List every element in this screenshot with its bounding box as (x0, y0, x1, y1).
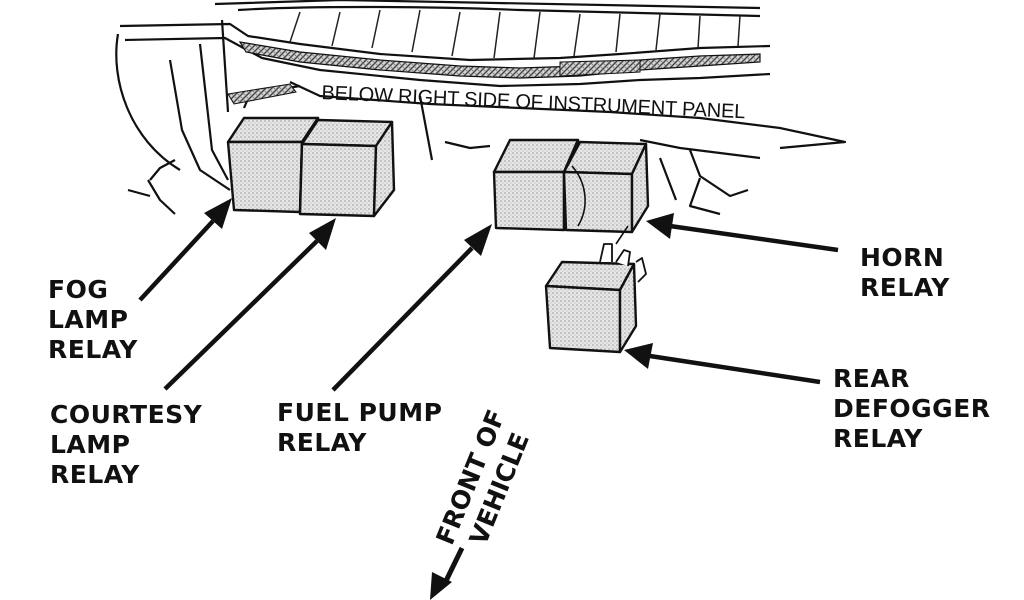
label-line: REAR (833, 364, 910, 393)
label-line: RELAY (860, 273, 950, 302)
front-direction-arrow (441, 546, 465, 587)
label-line: LAMP (48, 305, 129, 334)
label-line: RELAY (833, 424, 923, 453)
fog-lamp-arrow (138, 219, 215, 302)
label-line: RELAY (277, 428, 367, 457)
label-line: RELAY (50, 460, 140, 489)
horn-arrowhead (646, 213, 674, 239)
rear-defogger-arrow (649, 353, 821, 385)
courtesy-lamp-relay-label: COURTESY LAMP RELAY (50, 400, 202, 490)
courtesy-lamp-arrow (163, 239, 319, 391)
fuel-pump-arrowhead (464, 224, 492, 256)
rear-defogger-relay-label: REAR DEFOGGER RELAY (833, 364, 991, 454)
courtesy-lamp-arrowhead (309, 218, 336, 250)
fog-lamp-arrowhead (204, 198, 232, 229)
courtesy-lamp-relay (298, 118, 396, 218)
rear-defogger-arrowhead (624, 343, 653, 369)
panel-trim-strip (227, 83, 297, 105)
panel-trim-strip (559, 59, 641, 77)
fog-lamp-relay-label: FOG LAMP RELAY (48, 275, 138, 365)
panel-ribs (289, 9, 741, 59)
fuel-pump-relay-label: FUEL PUMP RELAY (277, 398, 442, 458)
label-line: LAMP (50, 430, 131, 459)
label-line: DEFOGGER (833, 394, 991, 423)
front-direction-arrowhead (430, 572, 452, 600)
rear-defogger-relay (544, 225, 647, 354)
pointer-arrows (138, 198, 839, 600)
label-line: RELAY (48, 335, 138, 364)
horn-relay (562, 140, 650, 234)
label-line: FOG (48, 275, 109, 304)
horn-relay-label: HORN RELAY (860, 243, 950, 303)
fuel-pump-arrow (331, 246, 474, 392)
label-line: COURTESY (50, 400, 203, 429)
label-line: HORN (860, 243, 945, 272)
horn-arrow (669, 223, 839, 253)
label-line: FUEL PUMP (277, 398, 443, 427)
